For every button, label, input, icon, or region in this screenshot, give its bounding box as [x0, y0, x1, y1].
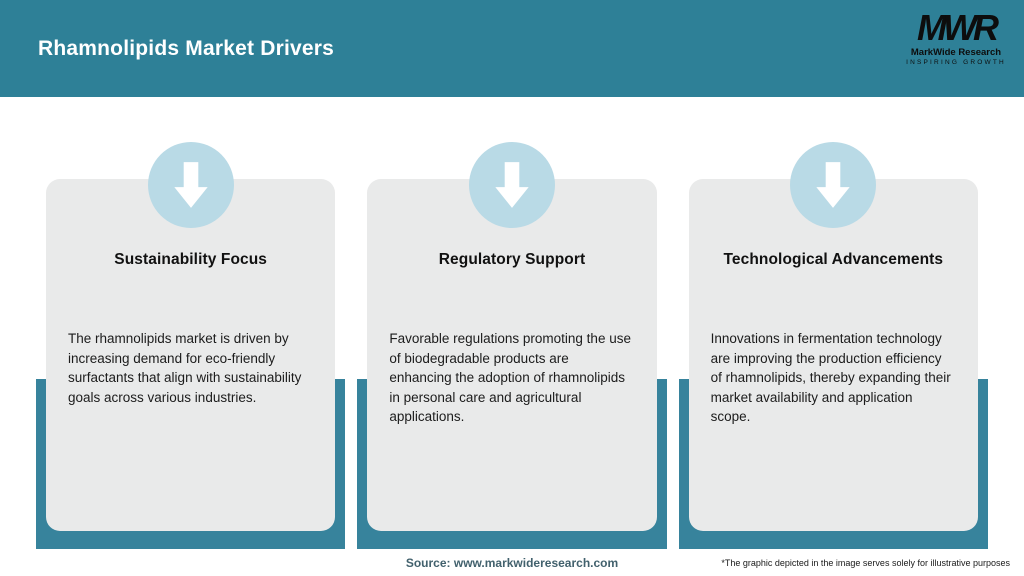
- down-arrow-icon: [468, 142, 555, 228]
- card-title: Regulatory Support: [438, 251, 586, 268]
- card-body: Favorable regulations promoting the use …: [389, 331, 631, 424]
- card-body: Innovations in fermentation technology a…: [710, 331, 951, 424]
- card-panel: Sustainability Focus The rhamnolipids ma…: [46, 142, 336, 531]
- down-arrow-icon: [790, 142, 877, 228]
- logo-company-name: MarkWide Research: [910, 47, 1002, 58]
- card-body: The rhamnolipids market is driven by inc…: [68, 331, 302, 405]
- card-title: Technological Advancements: [723, 251, 944, 268]
- card-panel: Regulatory Support Favorable regulations…: [367, 142, 657, 531]
- disclaimer-text: *The graphic depicted in the image serve…: [721, 558, 1010, 568]
- source-text: Source: www.markwideresearch.com: [405, 556, 619, 570]
- driver-card-regulatory: Regulatory Support Favorable regulations…: [357, 142, 667, 549]
- driver-card-technology: Technological Advancements Innovations i…: [678, 142, 988, 549]
- card-panel: Technological Advancements Innovations i…: [688, 142, 978, 531]
- logo-tagline: INSPIRING GROWTH: [906, 58, 1006, 66]
- markwide-logo: MWR MarkWide Research INSPIRING GROWTH: [904, 10, 1008, 66]
- cards-row: Sustainability Focus The rhamnolipids ma…: [0, 97, 1024, 576]
- page-title: Rhamnolipids Market Drivers: [38, 36, 334, 60]
- logo-mwr-mark: MWR: [917, 7, 999, 48]
- driver-card-sustainability: Sustainability Focus The rhamnolipids ma…: [36, 142, 346, 549]
- header-bar: Rhamnolipids Market Drivers MWR MarkWide…: [0, 0, 1024, 97]
- down-arrow-icon: [147, 142, 234, 228]
- card-title: Sustainability Focus: [114, 251, 268, 268]
